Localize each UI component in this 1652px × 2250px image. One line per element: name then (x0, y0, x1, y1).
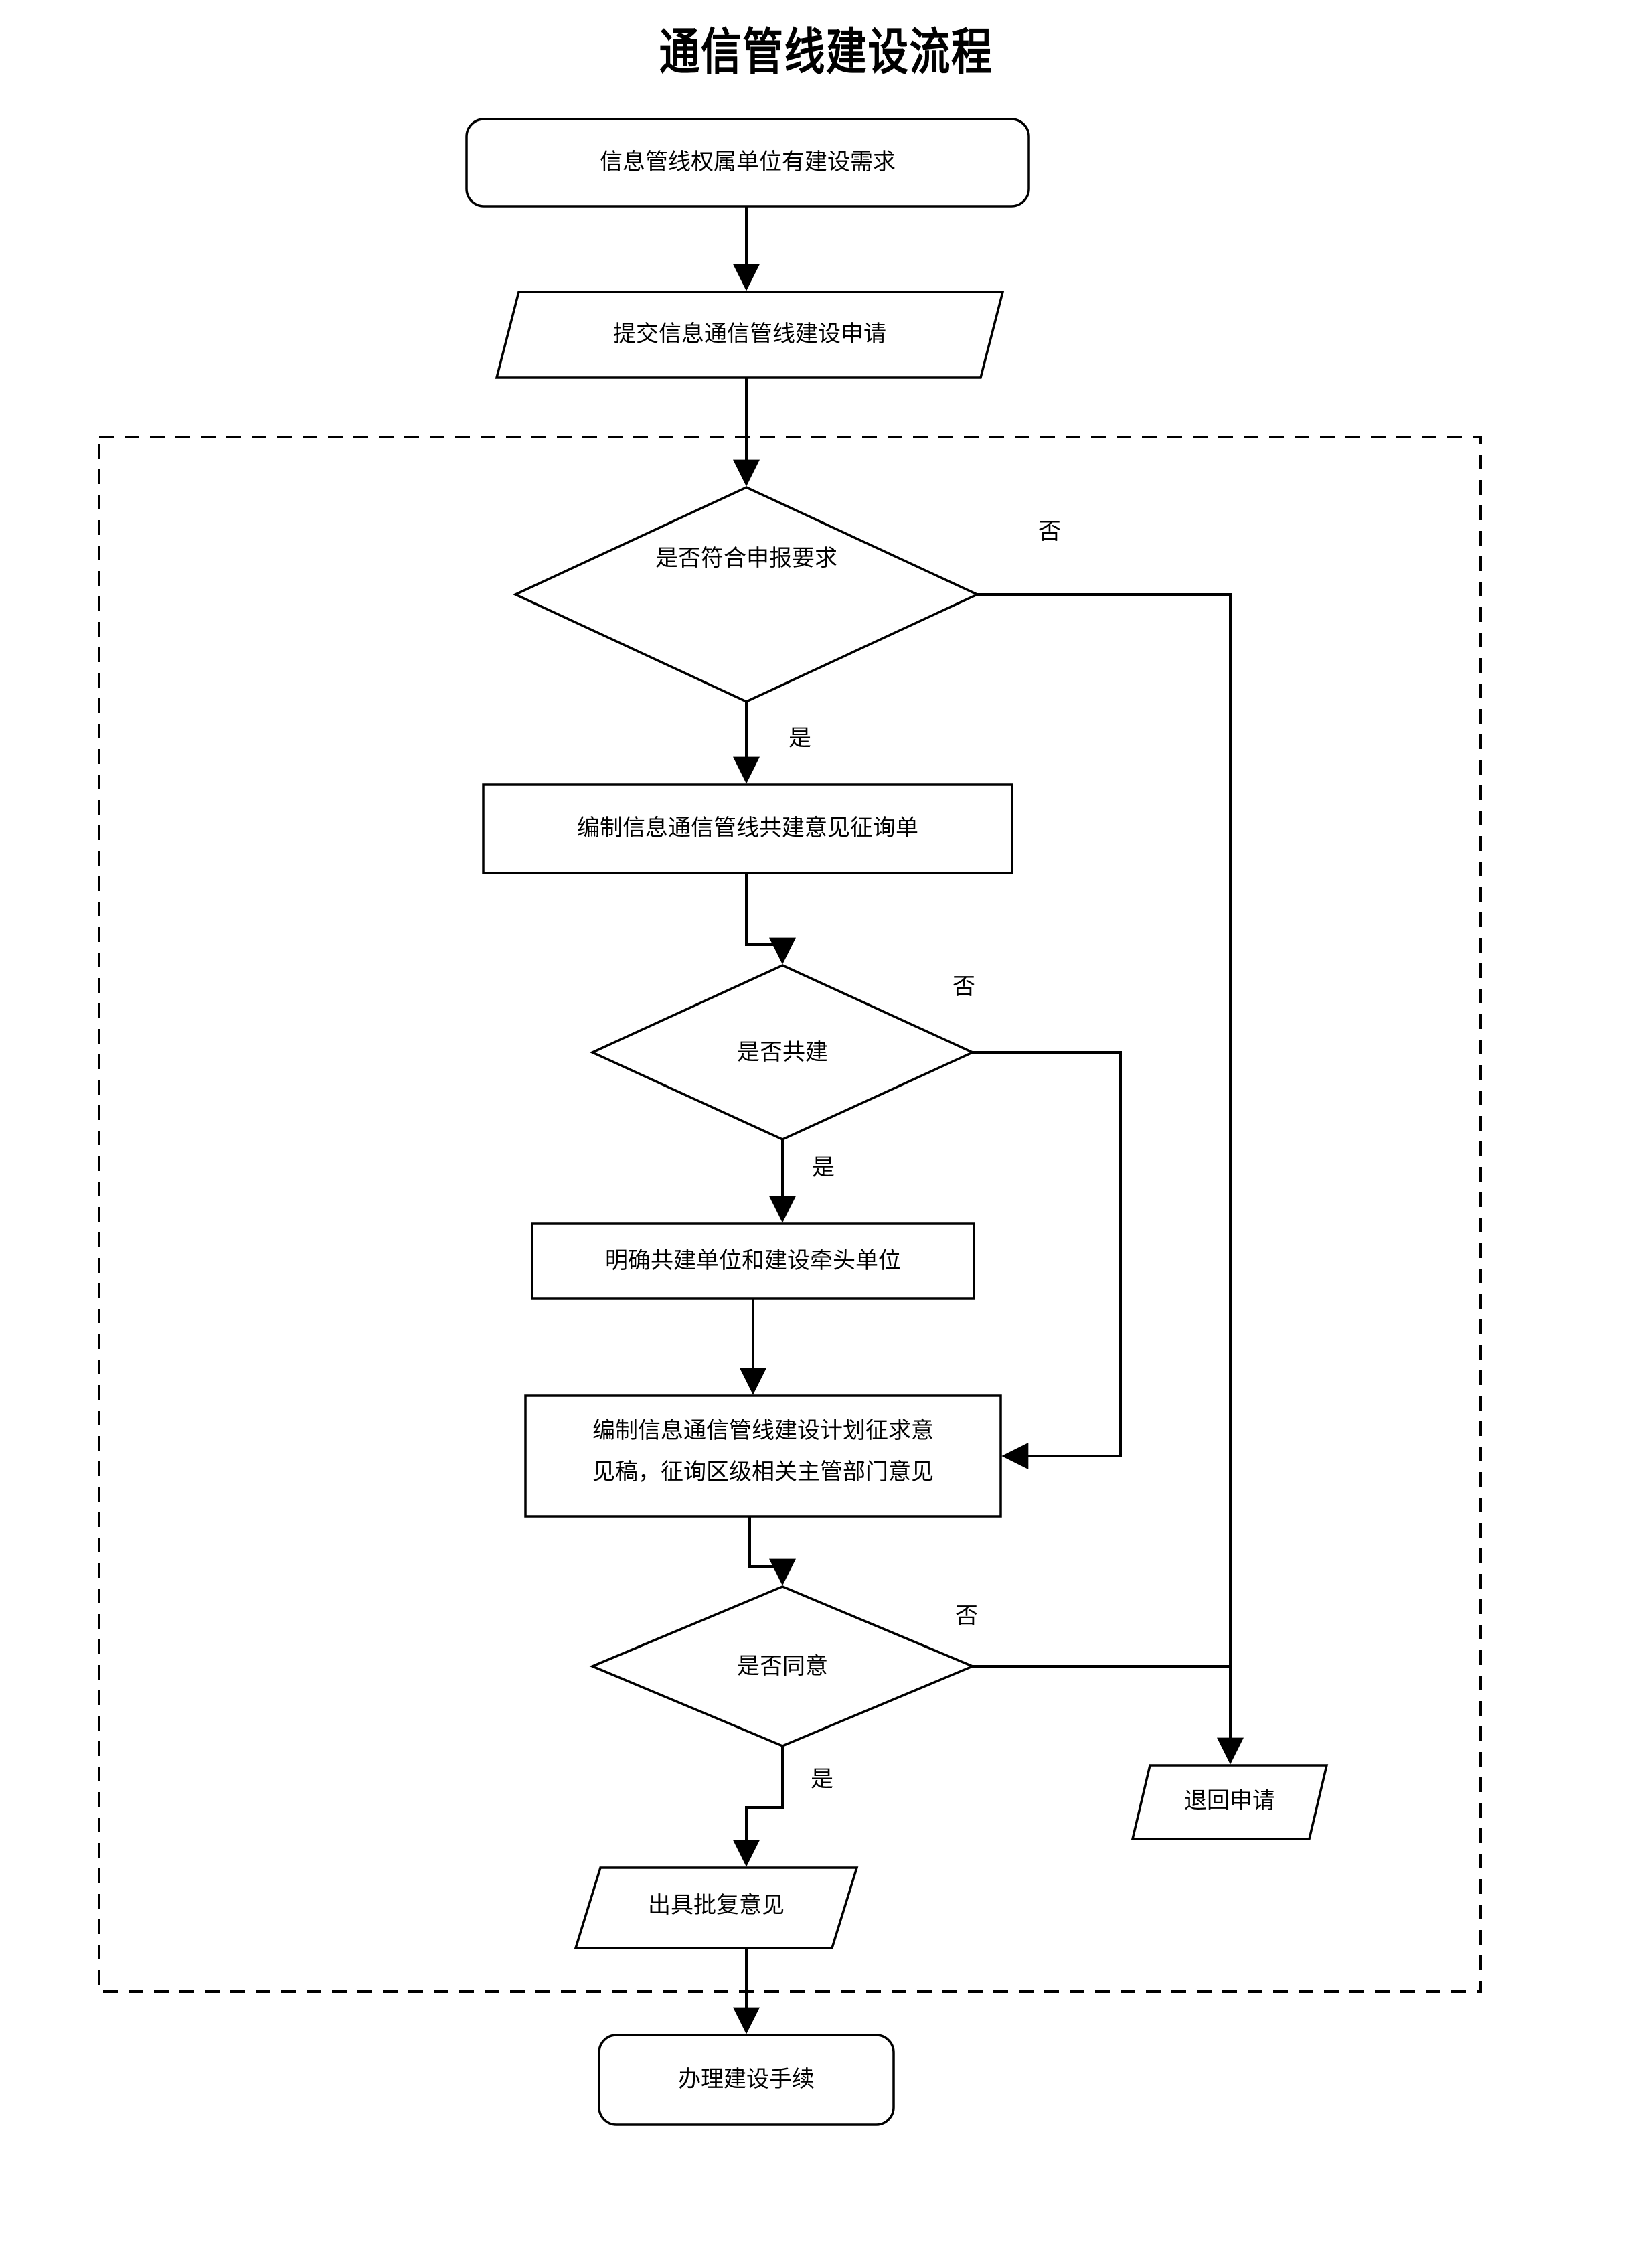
node-issue-reply-shape[interactable] (574, 1866, 859, 1949)
node-submit-shape[interactable] (495, 291, 1005, 379)
node-draft-consult-shape[interactable] (482, 783, 1013, 874)
edge-label-eligibility-no: 否 (1038, 519, 1061, 544)
page-title: 通信管线建设流程 (659, 25, 993, 80)
edge-label-approve-no: 否 (955, 1604, 978, 1629)
node-start-shape[interactable] (465, 118, 1030, 208)
edge-cobuild-no (973, 1051, 1122, 1469)
decision-approve-shape[interactable] (589, 1585, 976, 1747)
edge-label-cobuild-no: 否 (953, 975, 975, 999)
scope-boundary (98, 436, 1482, 1993)
edge-label-eligibility-yes: 是 (789, 726, 811, 751)
edge-eligibility-no (977, 593, 1244, 1765)
node-reject-shape[interactable] (1131, 1764, 1329, 1840)
edge-label-cobuild-yes: 是 (812, 1155, 835, 1180)
edge-consult-to-cobuild (745, 873, 796, 965)
edge-plan-to-approve (748, 1516, 796, 1586)
node-assign-units-shape[interactable] (531, 1222, 975, 1300)
edge-label-approve-yes: 是 (811, 1767, 833, 1792)
decision-eligibility-shape[interactable] (512, 486, 981, 703)
node-plan-draft-shape[interactable] (524, 1394, 1002, 1518)
edge-approve-yes (733, 1746, 784, 1867)
decision-cobuild-shape[interactable] (589, 964, 976, 1141)
node-end-shape[interactable] (598, 2034, 895, 2126)
